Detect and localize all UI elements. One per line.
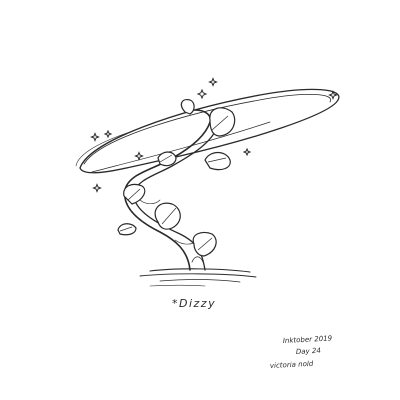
signature-artist: victoria nold	[270, 360, 314, 370]
star-icon	[242, 147, 252, 157]
star-icon	[208, 77, 218, 87]
leaf-icon	[157, 151, 177, 167]
star-icon	[196, 88, 208, 100]
leaf-icon	[123, 183, 146, 205]
dizzy-stars	[90, 77, 338, 193]
star-icon	[90, 132, 100, 142]
leaf-icon	[180, 99, 195, 115]
signature-line-1: Inktober 2019	[283, 334, 333, 345]
star-icon	[103, 129, 113, 139]
leaf-icon	[117, 223, 137, 236]
star-icon	[328, 90, 338, 100]
leaf-icon	[192, 231, 217, 257]
signature: Inktober 2019 Day 24 victoria nold	[270, 334, 333, 370]
ground	[139, 268, 257, 287]
star-icon	[134, 151, 144, 161]
leaf-icon	[154, 202, 181, 230]
caption-text: *Dizzy	[172, 297, 216, 310]
star-icon	[92, 183, 102, 193]
leaves	[117, 99, 236, 257]
leaf-icon	[209, 107, 236, 137]
signature-line-2: Day 24	[296, 347, 321, 356]
leaf-icon	[204, 151, 231, 171]
